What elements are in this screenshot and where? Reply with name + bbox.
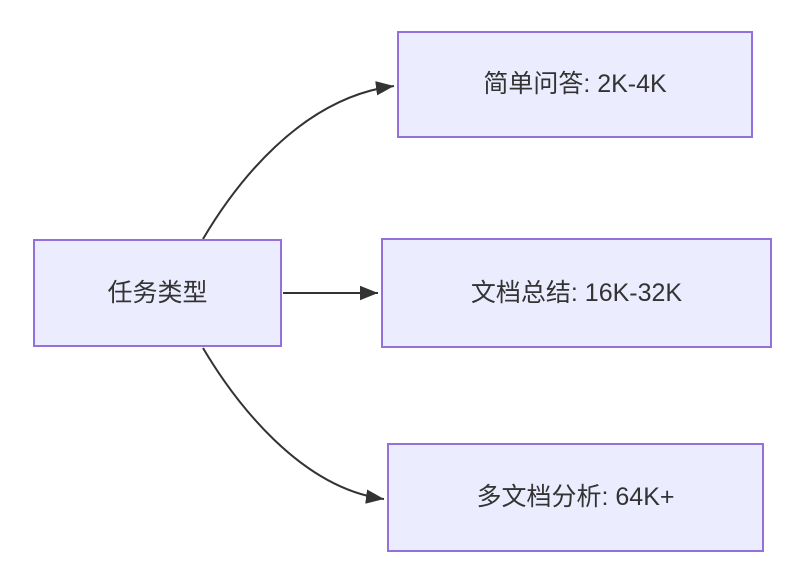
node-simple-qa-label: 简单问答: 2K-4K (483, 70, 667, 99)
node-doc-summary-label: 文档总结: 16K-32K (470, 278, 683, 307)
node-multi-doc-label: 多文档分析: 64K+ (476, 483, 675, 512)
node-doc-summary: 文档总结: 16K-32K (381, 238, 772, 348)
node-multi-doc: 多文档分析: 64K+ (387, 443, 764, 552)
node-task-type: 任务类型 (33, 239, 282, 347)
edge-root-to-multi-doc (202, 347, 385, 504)
node-task-type-label: 任务类型 (107, 278, 208, 307)
node-simple-qa: 简单问答: 2K-4K (397, 31, 753, 138)
edge-root-to-simple-qa (202, 81, 395, 240)
